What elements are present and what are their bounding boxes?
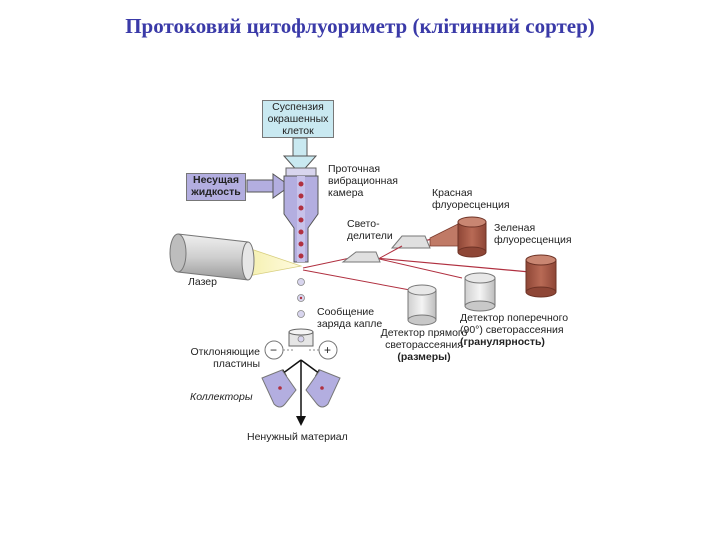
deflection-plates-label: Отклоняющие пластины (190, 346, 260, 370)
chamber-label: Проточная вибрационная камера (328, 163, 398, 199)
deflection-plates (264, 340, 338, 360)
suspension-label: Суспензия окрашенных клеток (262, 100, 334, 138)
chamber-cells (298, 181, 304, 259)
side-scatter-detector (464, 272, 496, 312)
beam-splitters (341, 235, 431, 263)
forward-detector-text: Детектор прямого светорассеяния (размеры… (378, 327, 470, 363)
suspension-arrow (282, 137, 318, 175)
side-detector-label: Детектор поперечного (90°) светорассеяни… (460, 312, 569, 336)
carrier-fluid-label: Несущая жидкость (186, 173, 246, 201)
forward-detector-sublabel: (размеры) (397, 351, 451, 363)
green-detector (525, 254, 557, 298)
side-detector-text: Детектор поперечного (90°) светорассеяни… (460, 312, 592, 348)
waste-label: Ненужный материал (247, 431, 348, 443)
collectors-label: Коллекторы (190, 391, 253, 403)
red-fluorescence-label: Красная флуоресценция (432, 187, 510, 211)
laser (169, 233, 303, 281)
charge-label: Сообщение заряда капле (317, 306, 383, 330)
carrier-arrow (246, 173, 291, 199)
plus-plate-sign: + (324, 343, 332, 357)
charging-collar (288, 328, 314, 347)
forward-detector-label: Детектор прямого светорассеяния (380, 327, 468, 351)
beam-splitters-label: Свето-делители (347, 218, 393, 242)
page-title: Протоковий цитофлуориметр (клітинний сор… (125, 14, 595, 38)
side-detector-sublabel: (гранулярность) (460, 336, 545, 348)
collectors (261, 369, 341, 408)
forward-scatter-detector (407, 284, 437, 326)
minus-plate-sign: − (270, 343, 278, 357)
red-detector (429, 216, 487, 258)
laser-label: Лазер (188, 276, 217, 288)
droplets (297, 278, 305, 318)
green-fluorescence-label: Зеленая флуоресценция (494, 222, 572, 246)
